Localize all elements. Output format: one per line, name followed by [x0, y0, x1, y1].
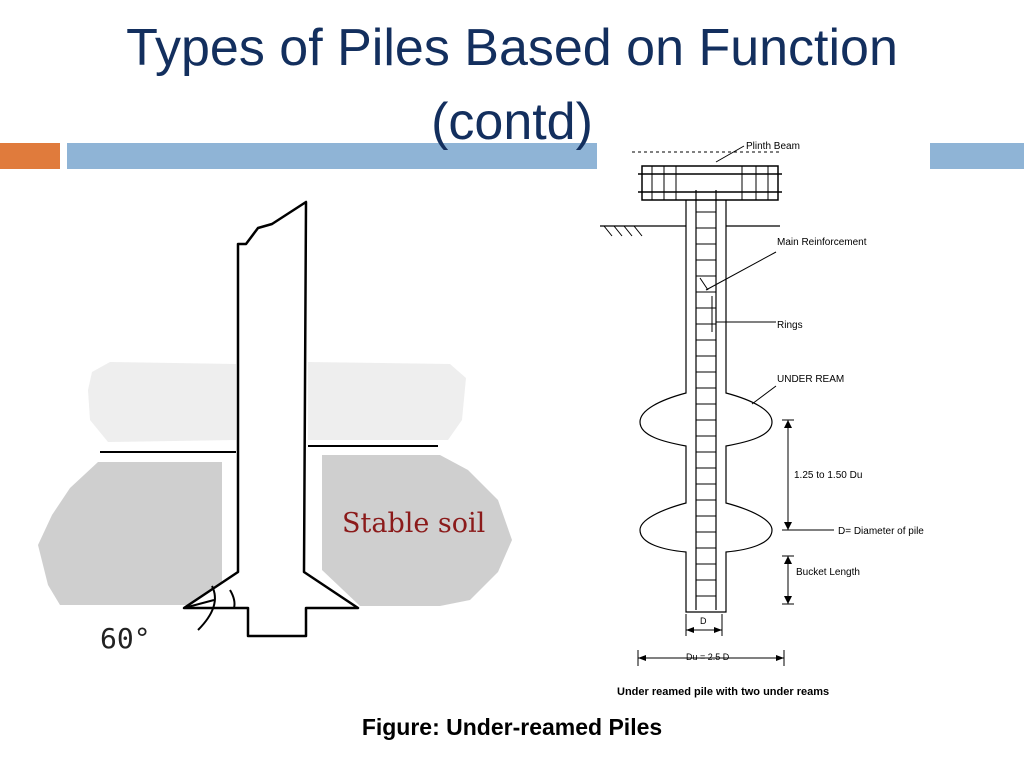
angle-ref-line — [183, 599, 215, 609]
slide-title-line2: (contd) — [431, 93, 593, 151]
upper-soil-left — [88, 362, 236, 442]
stable-soil-right — [322, 455, 512, 606]
angle-label: 60° — [100, 622, 151, 655]
label-main-reinforcement: Main Reinforcement — [777, 237, 867, 248]
angle-arc-inner — [229, 589, 236, 609]
plinth-beam — [641, 165, 779, 201]
pile-shaft-outline — [639, 200, 773, 613]
accent-bar-blue-right — [930, 143, 1024, 169]
stable-soil-label: Stable soil — [342, 508, 485, 539]
label-spacing: 1.25 to 1.50 Du — [794, 470, 862, 481]
slide-title-line1: Types of Piles Based on Function — [126, 19, 898, 77]
angle-arc-outer — [197, 585, 216, 631]
label-under-ream: UNDER REAM — [777, 374, 844, 385]
left-pile-figure: Stable soil 60° — [38, 200, 512, 655]
figure-caption: Figure: Under-reamed Piles — [361, 714, 663, 740]
label-bucket-length: Bucket Length — [796, 567, 860, 578]
label-rings: Rings — [777, 320, 803, 331]
label-diameter: D= Diameter of pile — [838, 526, 924, 537]
upper-soil-right — [308, 362, 466, 440]
pile-outline — [182, 200, 360, 638]
label-d-dimension: D — [700, 616, 707, 626]
stable-soil-left — [38, 462, 222, 605]
reinforcement-cage — [695, 190, 717, 610]
accent-bar-blue-left — [67, 143, 597, 169]
right-pile-figure: Plinth Beam Main Reinforcement Rings UND… — [598, 138, 928, 698]
right-figure-caption: Under reamed pile with two under reams — [617, 686, 829, 698]
label-du-dimension: Du = 2.5 D — [686, 652, 730, 662]
accent-bar-orange — [0, 143, 60, 169]
label-plinth-beam: Plinth Beam — [746, 141, 800, 152]
